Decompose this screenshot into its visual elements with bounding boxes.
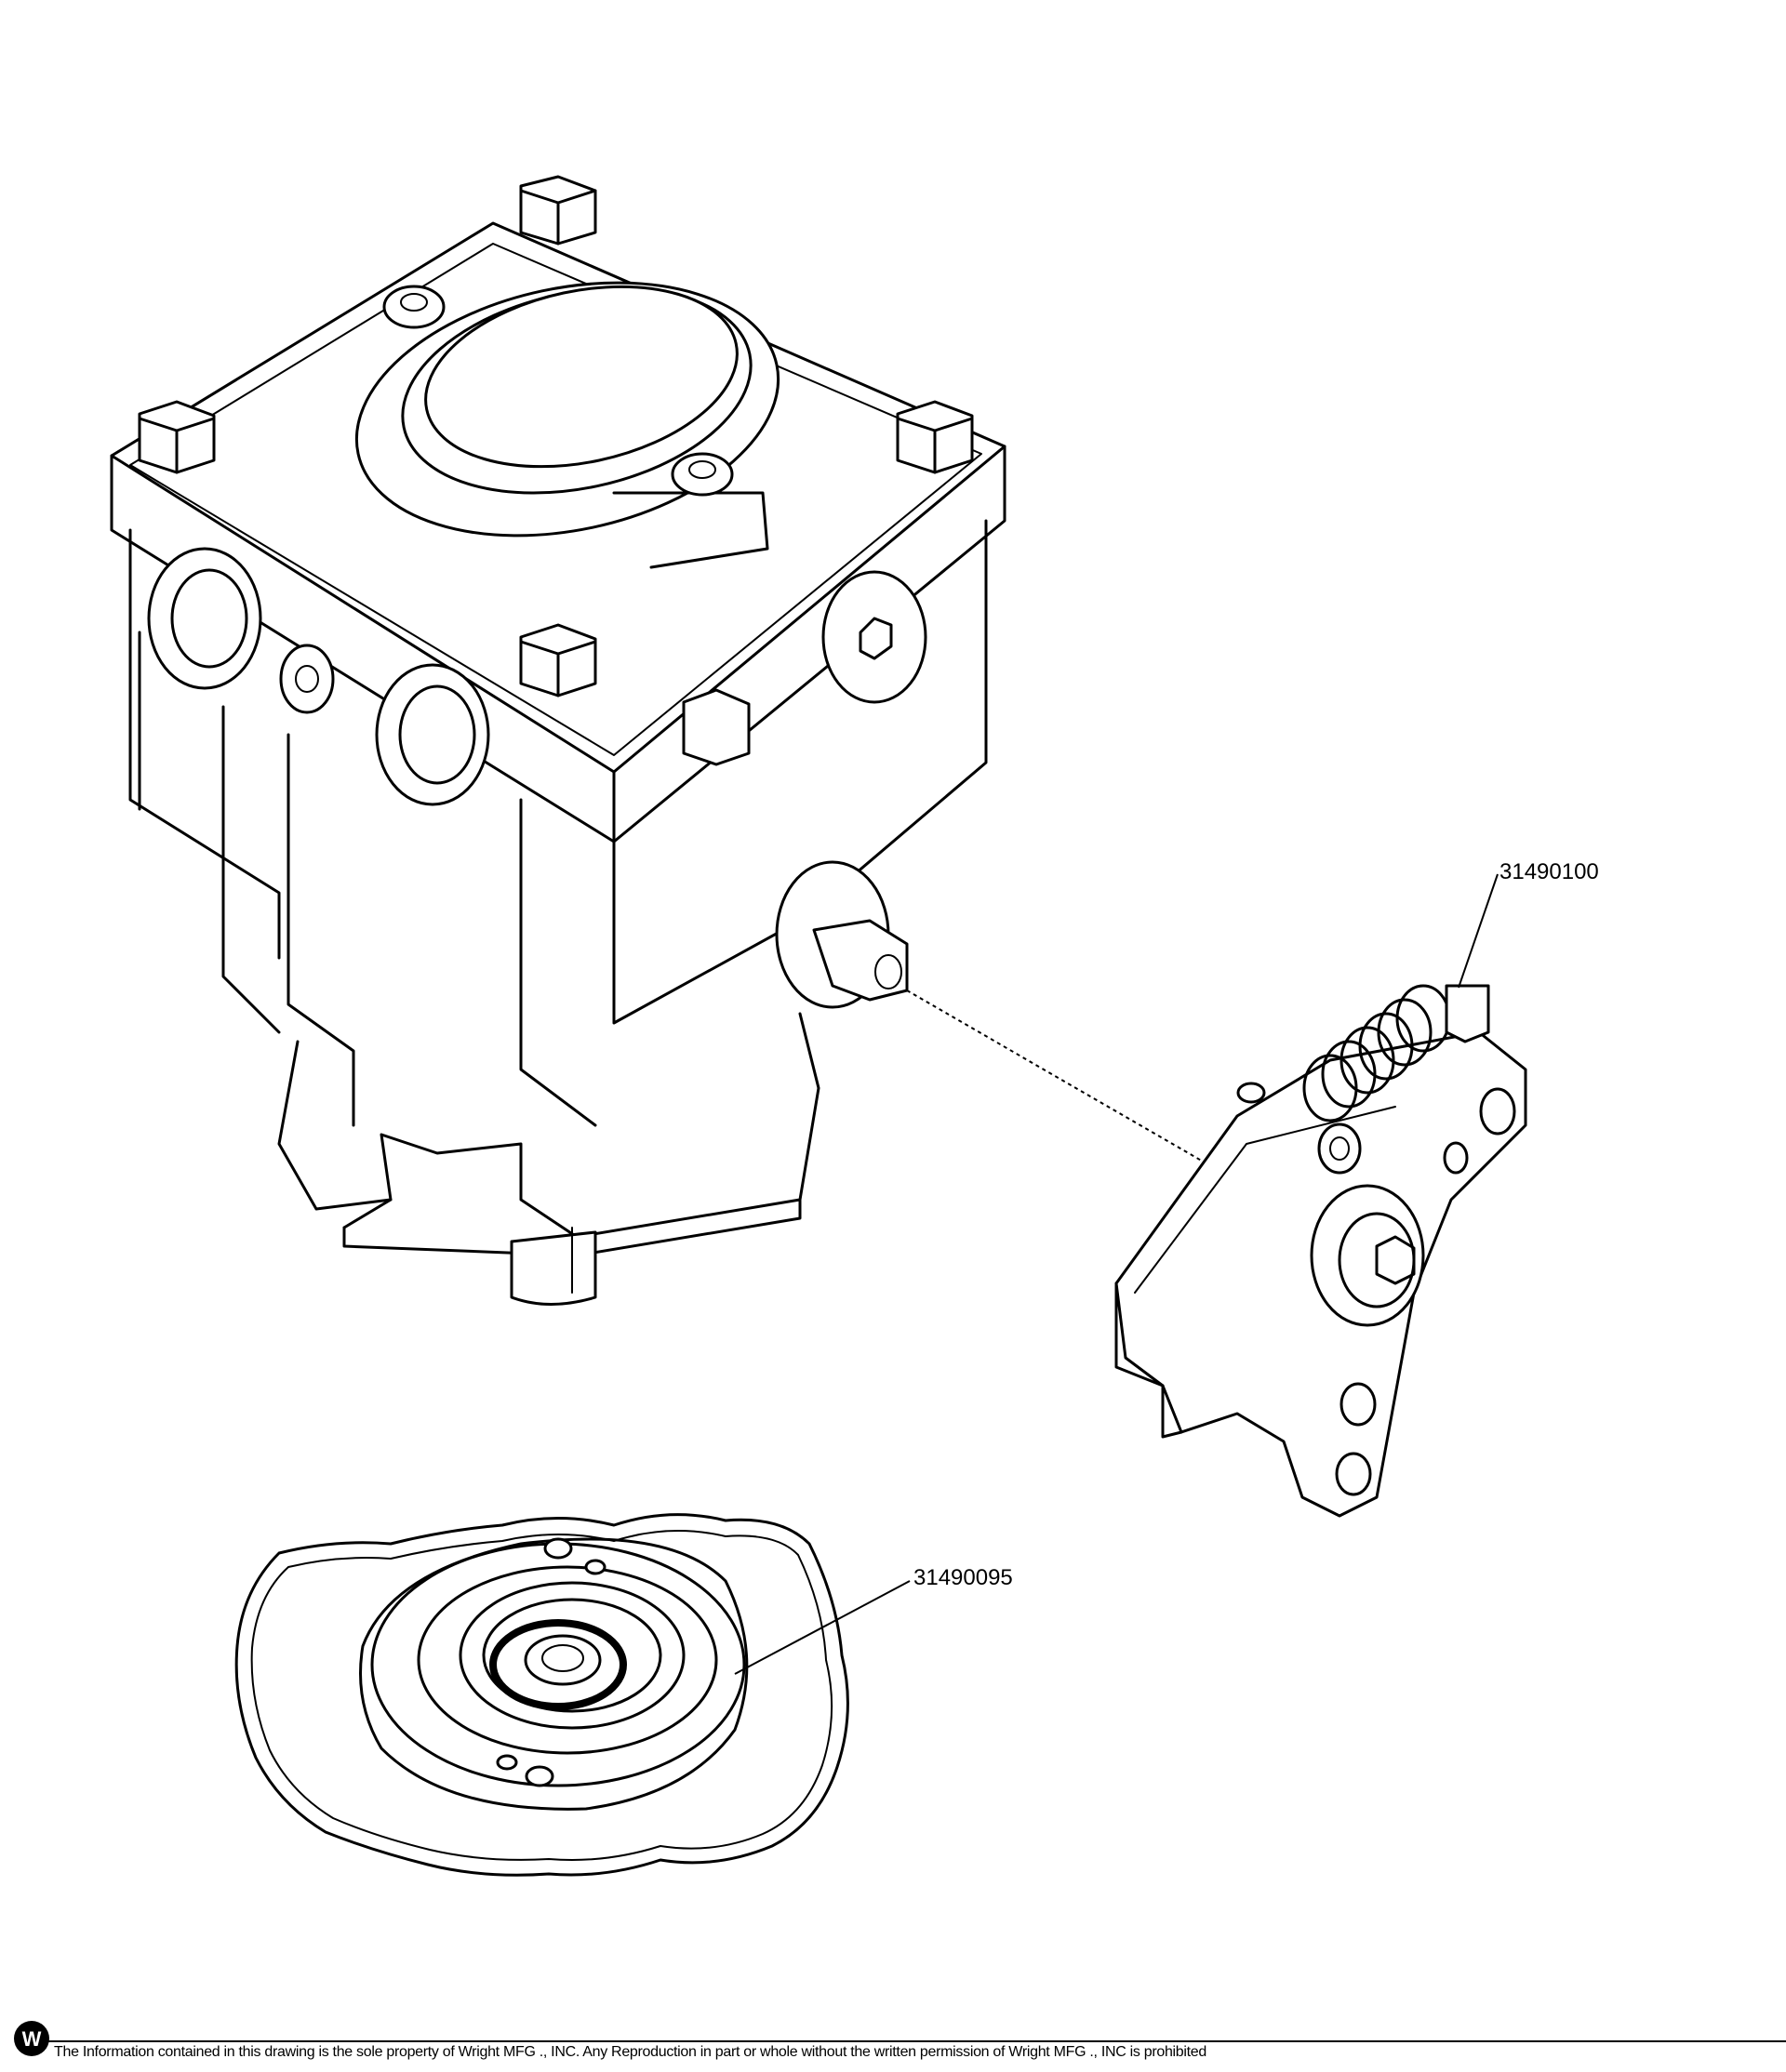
wright-logo-icon: W [14,2021,49,2056]
control-arm-assembly [1114,984,1527,1518]
port-icon [821,570,927,704]
bolt-icon [1310,1184,1425,1327]
port-icon [279,644,335,714]
bolt-icon [138,400,216,474]
bolt-icon [896,400,974,474]
bolt-icon [671,452,734,497]
seal-gasket-kit [234,1513,849,1877]
bolt-icon [682,688,751,766]
bolt-icon [1317,1122,1362,1175]
port-icon [147,547,262,690]
footer-copyright-notice: The Information contained in this drawin… [54,2044,1206,2060]
callout-label-31490095: 31490095 [913,1565,1013,1590]
bolt-icon [382,285,446,329]
bolt-icon [519,623,597,697]
footer-rule [48,2040,1786,2042]
port-icon [375,663,490,806]
callout-leader-31490100 [1458,873,1499,989]
bolt-icon [519,175,597,246]
logo-letter: W [22,2027,42,2051]
callout-label-31490100: 31490100 [1499,859,1599,884]
callout-leader-31490095 [734,1580,911,1675]
hydraulic-pump-assembly [110,175,1006,1306]
control-shaft-icon [775,860,909,1009]
alignment-leader [906,990,1206,1163]
spring-icon [1302,984,1451,1122]
